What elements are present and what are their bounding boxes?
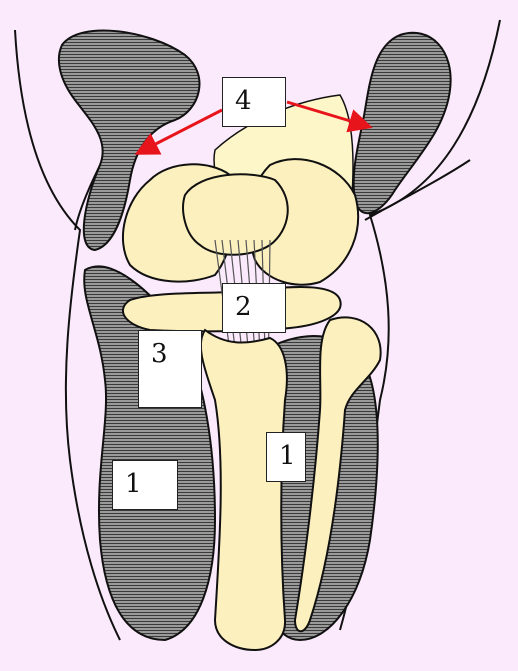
label-4-text: 4 [235,86,252,116]
label-1-right-text: 1 [279,441,296,471]
label-3-text: 3 [151,339,168,369]
label-2-text: 2 [235,292,252,322]
label-4-box: 4 [222,77,286,127]
label-1-right-box: 1 [266,432,306,482]
label-2-box: 2 [222,283,286,333]
label-3-box: 3 [138,330,202,408]
label-1-left-text: 1 [125,469,142,499]
label-1-left-box: 1 [112,460,178,510]
upper-right-muscle [354,33,451,213]
femur-notch [183,174,288,254]
